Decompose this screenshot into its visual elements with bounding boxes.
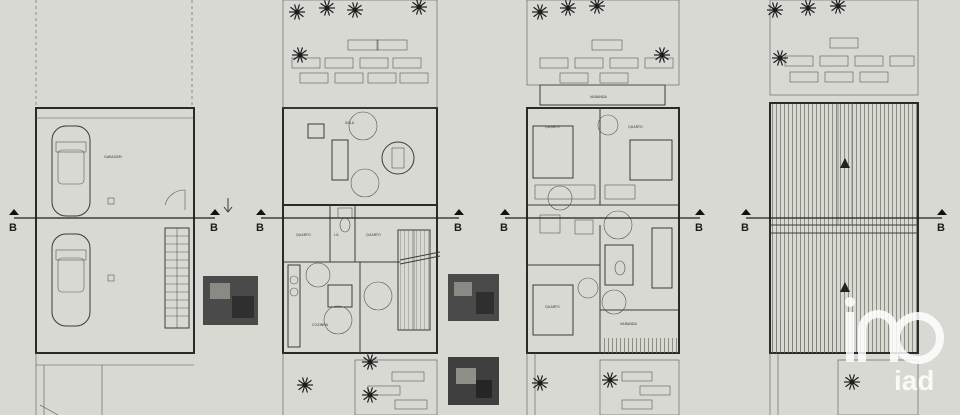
plant-icon [589, 0, 605, 14]
section-label: B [454, 222, 462, 234]
plant-icon [767, 2, 783, 18]
room-label: QUARTO [545, 125, 560, 129]
iad-logo: iad [838, 290, 948, 400]
room-label: GARAGEM [104, 155, 122, 159]
room-label: QUARTO [366, 233, 381, 237]
section-line-markers: B B B B B B B B [9, 209, 947, 234]
room-label: COZINHA [312, 323, 329, 327]
room-label: VARANDA [620, 322, 638, 326]
iad-logo-mark: iad [845, 297, 944, 396]
room-label: I.S. [334, 233, 339, 237]
plant-icon [411, 0, 427, 15]
plan-first-floor [282, 0, 441, 415]
plant-icon [297, 377, 313, 393]
plant-icon [532, 4, 548, 20]
section-label: B [695, 222, 703, 234]
car-icon [51, 233, 91, 327]
section-label: B [937, 222, 945, 234]
plant-icon [830, 0, 846, 14]
car-icon [51, 125, 91, 217]
plan-ground-floor [35, 0, 233, 415]
plant-icon [362, 354, 378, 370]
plant-icon [560, 0, 576, 16]
plant-icon [772, 50, 788, 66]
section-label: B [9, 222, 17, 234]
stair-flight [164, 227, 190, 329]
room-label: VARANDA [590, 95, 608, 99]
iad-wordmark: iad [894, 365, 934, 396]
plant-icon [654, 47, 670, 63]
plant-icon [800, 0, 816, 16]
room-label: QUARTO [545, 305, 560, 309]
room-label: QUARTO [296, 233, 311, 237]
room-label: SALA [345, 121, 355, 125]
plant-icon [532, 375, 548, 391]
plant-icon [362, 387, 378, 403]
plant-icon [292, 47, 308, 63]
plant-icon [347, 2, 363, 18]
plant-icon [602, 372, 618, 388]
section-label: B [741, 222, 749, 234]
section-label: B [210, 222, 218, 234]
plant-icon [844, 374, 860, 390]
plant-symbols [289, 0, 860, 403]
plan-roof [769, 0, 919, 415]
plant-icon [319, 0, 335, 16]
section-label: B [500, 222, 508, 234]
plant-icon [289, 4, 305, 20]
section-label: B [256, 222, 264, 234]
plan-second-floor [526, 0, 680, 415]
room-label: QUARTO [628, 125, 643, 129]
